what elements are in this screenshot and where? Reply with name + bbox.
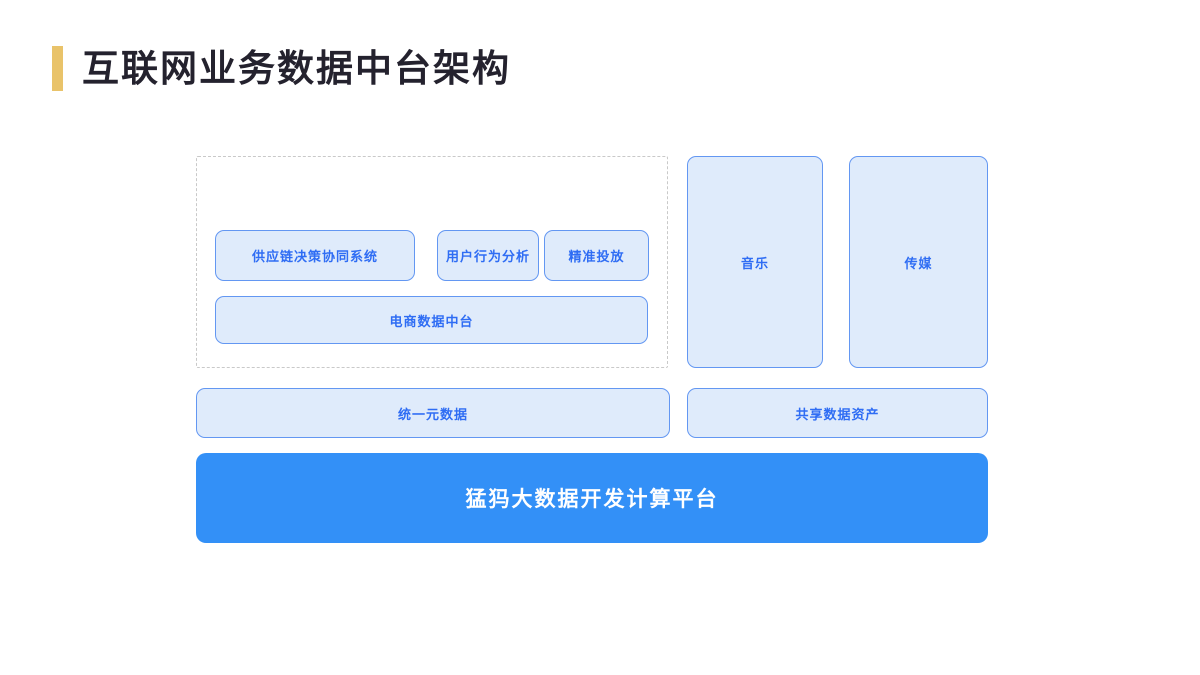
base-platform-box: 猛犸大数据开发计算平台	[196, 453, 988, 543]
ecommerce-data-platform-box: 电商数据中台	[215, 296, 648, 344]
business-unit-media-box: 传媒	[849, 156, 988, 368]
unified-metadata-box: 统一元数据	[196, 388, 670, 438]
app-box-user-behavior-analysis: 用户行为分析	[437, 230, 539, 281]
slide-header: 互联网业务数据中台架构	[52, 46, 511, 91]
business-unit-music-box: 音乐	[687, 156, 823, 368]
app-box-supply-chain-system: 供应链决策协同系统	[215, 230, 415, 281]
app-box-precise-targeting: 精准投放	[544, 230, 649, 281]
title-accent-bar	[52, 46, 63, 91]
page-title: 互联网业务数据中台架构	[82, 48, 511, 89]
shared-data-assets-box: 共享数据资产	[687, 388, 988, 438]
